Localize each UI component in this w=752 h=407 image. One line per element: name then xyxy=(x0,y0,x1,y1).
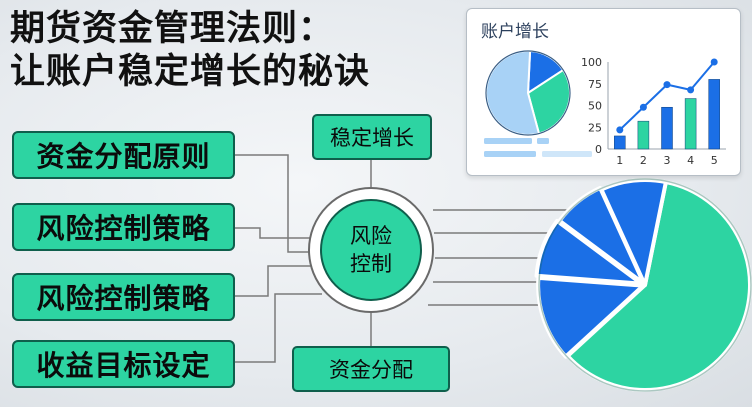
bar-1 xyxy=(614,135,626,150)
big-pie-slice-4 xyxy=(557,185,646,286)
y-tick-label: 0 xyxy=(595,143,602,156)
trend-point-2 xyxy=(639,103,647,111)
page-title-line-1: 期货资金管理法则： xyxy=(10,9,335,49)
trend-point-5 xyxy=(710,58,718,66)
y-tick-label: 75 xyxy=(588,78,602,91)
y-tick-label: 100 xyxy=(581,56,602,69)
trend-point-4 xyxy=(687,86,695,94)
legend-bar-2 xyxy=(537,138,549,144)
hub-inner: 风险 控制 xyxy=(320,199,422,301)
box-label: 收益目标设定 xyxy=(36,349,211,382)
box-label: 风险控制策略 xyxy=(36,212,211,245)
big-pie-outline xyxy=(538,178,752,392)
hub-label-line-1: 风险 xyxy=(350,224,392,248)
legend-bar-4 xyxy=(542,151,592,157)
account-growth-card: 账户增长 0 25 50 75 100 1 2 3 4 5 xyxy=(466,8,741,176)
big-pie-slice-1 xyxy=(565,180,752,392)
hub-label-line-2: 控制 xyxy=(350,252,392,276)
x-tick-label: 3 xyxy=(664,154,671,167)
mini-pie-outline xyxy=(485,50,571,136)
trend-point-1 xyxy=(616,126,624,134)
bar-4 xyxy=(684,98,697,150)
box-risk-control-strategy-2: 风险控制策略 xyxy=(12,273,235,321)
box-fund-allocation-principle: 资金分配原则 xyxy=(12,131,235,179)
box-label: 资金分配原则 xyxy=(36,140,211,173)
page-title-line-2: 让账户稳定增长的秘诀 xyxy=(10,52,371,92)
bar-5 xyxy=(708,79,720,150)
y-tick-label: 25 xyxy=(588,121,602,134)
box-fund-allocation: 资金分配 xyxy=(292,346,450,392)
hub-risk-control: 风险 控制 xyxy=(308,187,434,313)
box-risk-control-strategy-1: 风险控制策略 xyxy=(12,203,235,251)
bar-3 xyxy=(661,106,673,150)
legend-bar-1 xyxy=(484,138,532,144)
y-tick-label: 50 xyxy=(588,100,602,113)
box-label: 风险控制策略 xyxy=(36,282,211,315)
x-tick-label: 5 xyxy=(711,154,718,167)
x-tick-label: 4 xyxy=(687,154,694,167)
card-title: 账户增长 xyxy=(481,22,549,42)
x-tick-label: 1 xyxy=(616,154,623,167)
box-label: 资金分配 xyxy=(329,358,413,382)
big-pie-slice-3 xyxy=(534,218,644,286)
trend-point-3 xyxy=(663,81,671,89)
box-profit-target-setting: 收益目标设定 xyxy=(12,340,235,388)
card-charts: 0 25 50 75 100 1 2 3 4 5 xyxy=(484,50,726,167)
box-label: 稳定增长 xyxy=(330,126,414,150)
big-pie-slice-2 xyxy=(536,275,646,359)
x-tick-label: 2 xyxy=(640,154,647,167)
big-pie-slice-5 xyxy=(599,178,668,287)
legend-bar-3 xyxy=(484,151,536,157)
box-steady-growth: 稳定增长 xyxy=(312,114,432,160)
bar-2 xyxy=(637,120,650,150)
